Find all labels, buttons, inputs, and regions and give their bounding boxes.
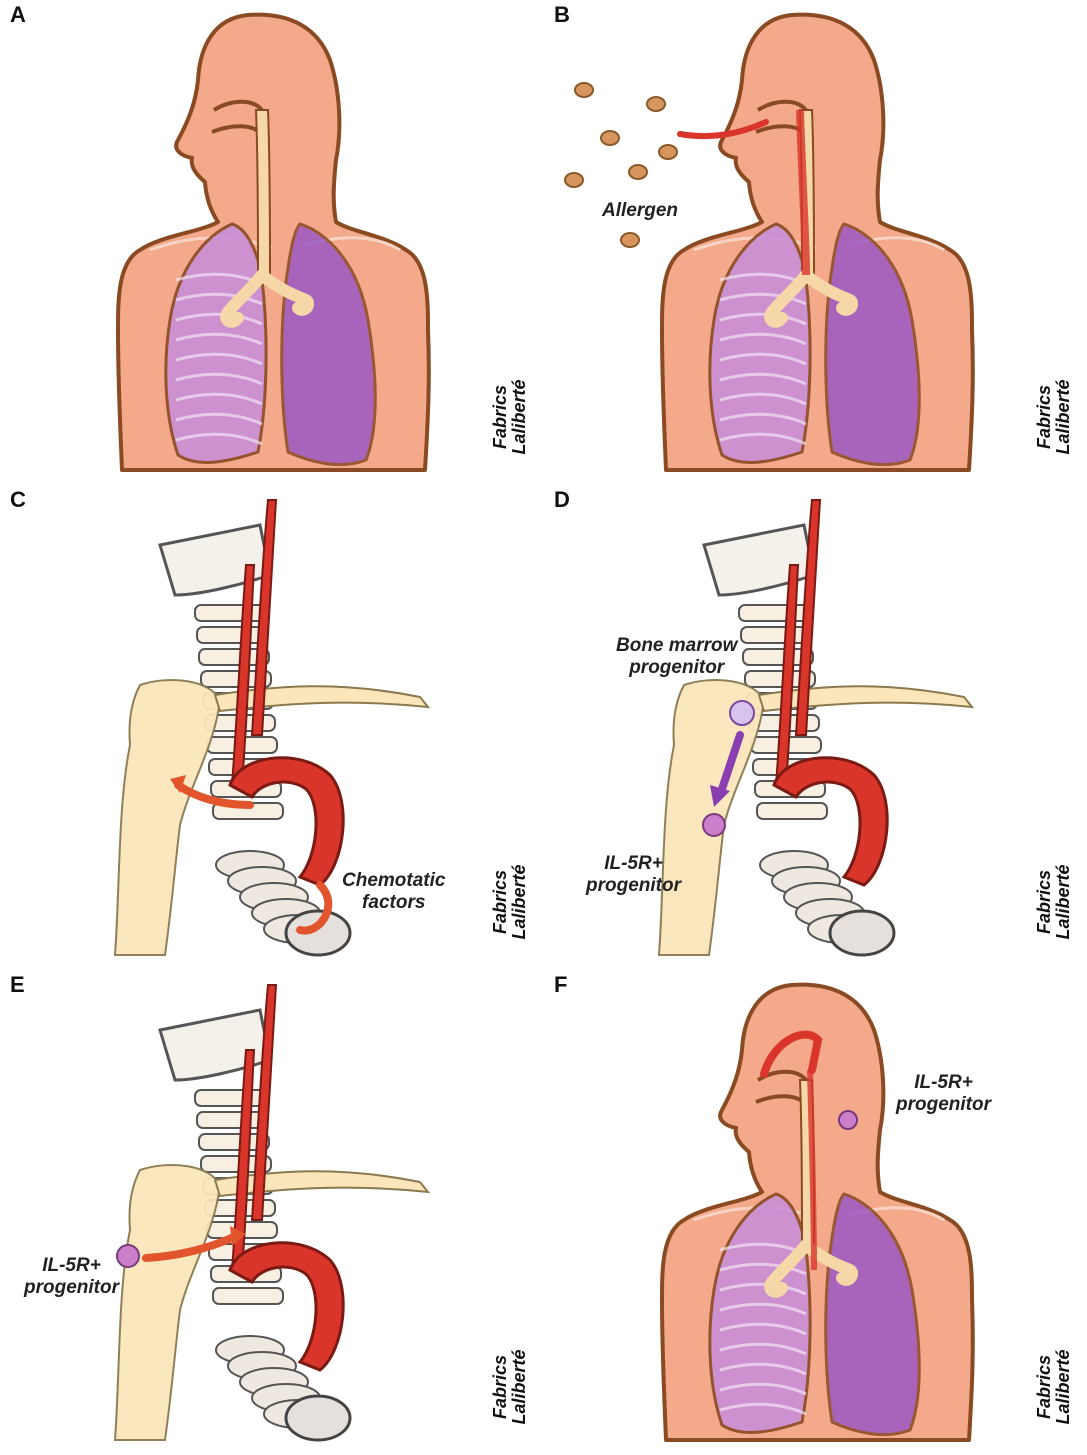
torso-airway-illustration [544, 970, 1087, 1455]
credit-text: FabricsLaliberté [491, 1349, 529, 1424]
panel-label: A [10, 2, 26, 28]
vertebra [741, 627, 811, 643]
vertebra [739, 605, 809, 621]
trachea-opening [286, 1396, 350, 1440]
allergen-particle [575, 83, 593, 97]
vertebra [213, 1288, 283, 1304]
vertebra [757, 803, 827, 819]
vertebra [197, 1112, 267, 1128]
il5r-progenitor-cell [703, 814, 725, 836]
il5r-progenitor-label: IL-5R+progenitor [24, 1255, 119, 1299]
vertebra [197, 627, 267, 643]
panel-b: B Allergen FabricsLaliberté [544, 0, 1087, 485]
allergen-particle [659, 145, 677, 159]
panel-label: B [554, 2, 570, 28]
trachea [256, 110, 270, 275]
vertebra [195, 1090, 265, 1106]
skeleton-illustration [0, 485, 543, 970]
il5r-progenitor-label: IL-5R+progenitor [586, 853, 681, 897]
il5r-progenitor-label: IL-5R+progenitor [896, 1072, 991, 1116]
allergen-particle [629, 165, 647, 179]
trachea-opening [286, 911, 350, 955]
sternum-bone-marrow [115, 680, 220, 955]
il5r-progenitor-cell [117, 1245, 139, 1267]
panel-label: C [10, 487, 26, 513]
il5r-progenitor-cell [839, 1111, 857, 1129]
allergen-particle [647, 97, 665, 111]
bone-marrow-progenitor-cell [730, 701, 754, 725]
allergen-particle [565, 173, 583, 187]
trachea-opening [830, 911, 894, 955]
vertebra [195, 605, 265, 621]
panel-label: F [554, 972, 567, 998]
allergen-label: Allergen [602, 200, 678, 222]
torso-illustration [0, 0, 543, 485]
skeleton-migration-illustration [0, 970, 543, 1455]
panel-label: D [554, 487, 570, 513]
allergen-particle [621, 233, 639, 247]
panel-label: E [10, 972, 25, 998]
sternum-bone-marrow [115, 1165, 220, 1440]
torso-allergen-illustration [544, 0, 1087, 485]
allergen-particle [601, 131, 619, 145]
skeleton-marrow-illustration [544, 485, 1087, 970]
